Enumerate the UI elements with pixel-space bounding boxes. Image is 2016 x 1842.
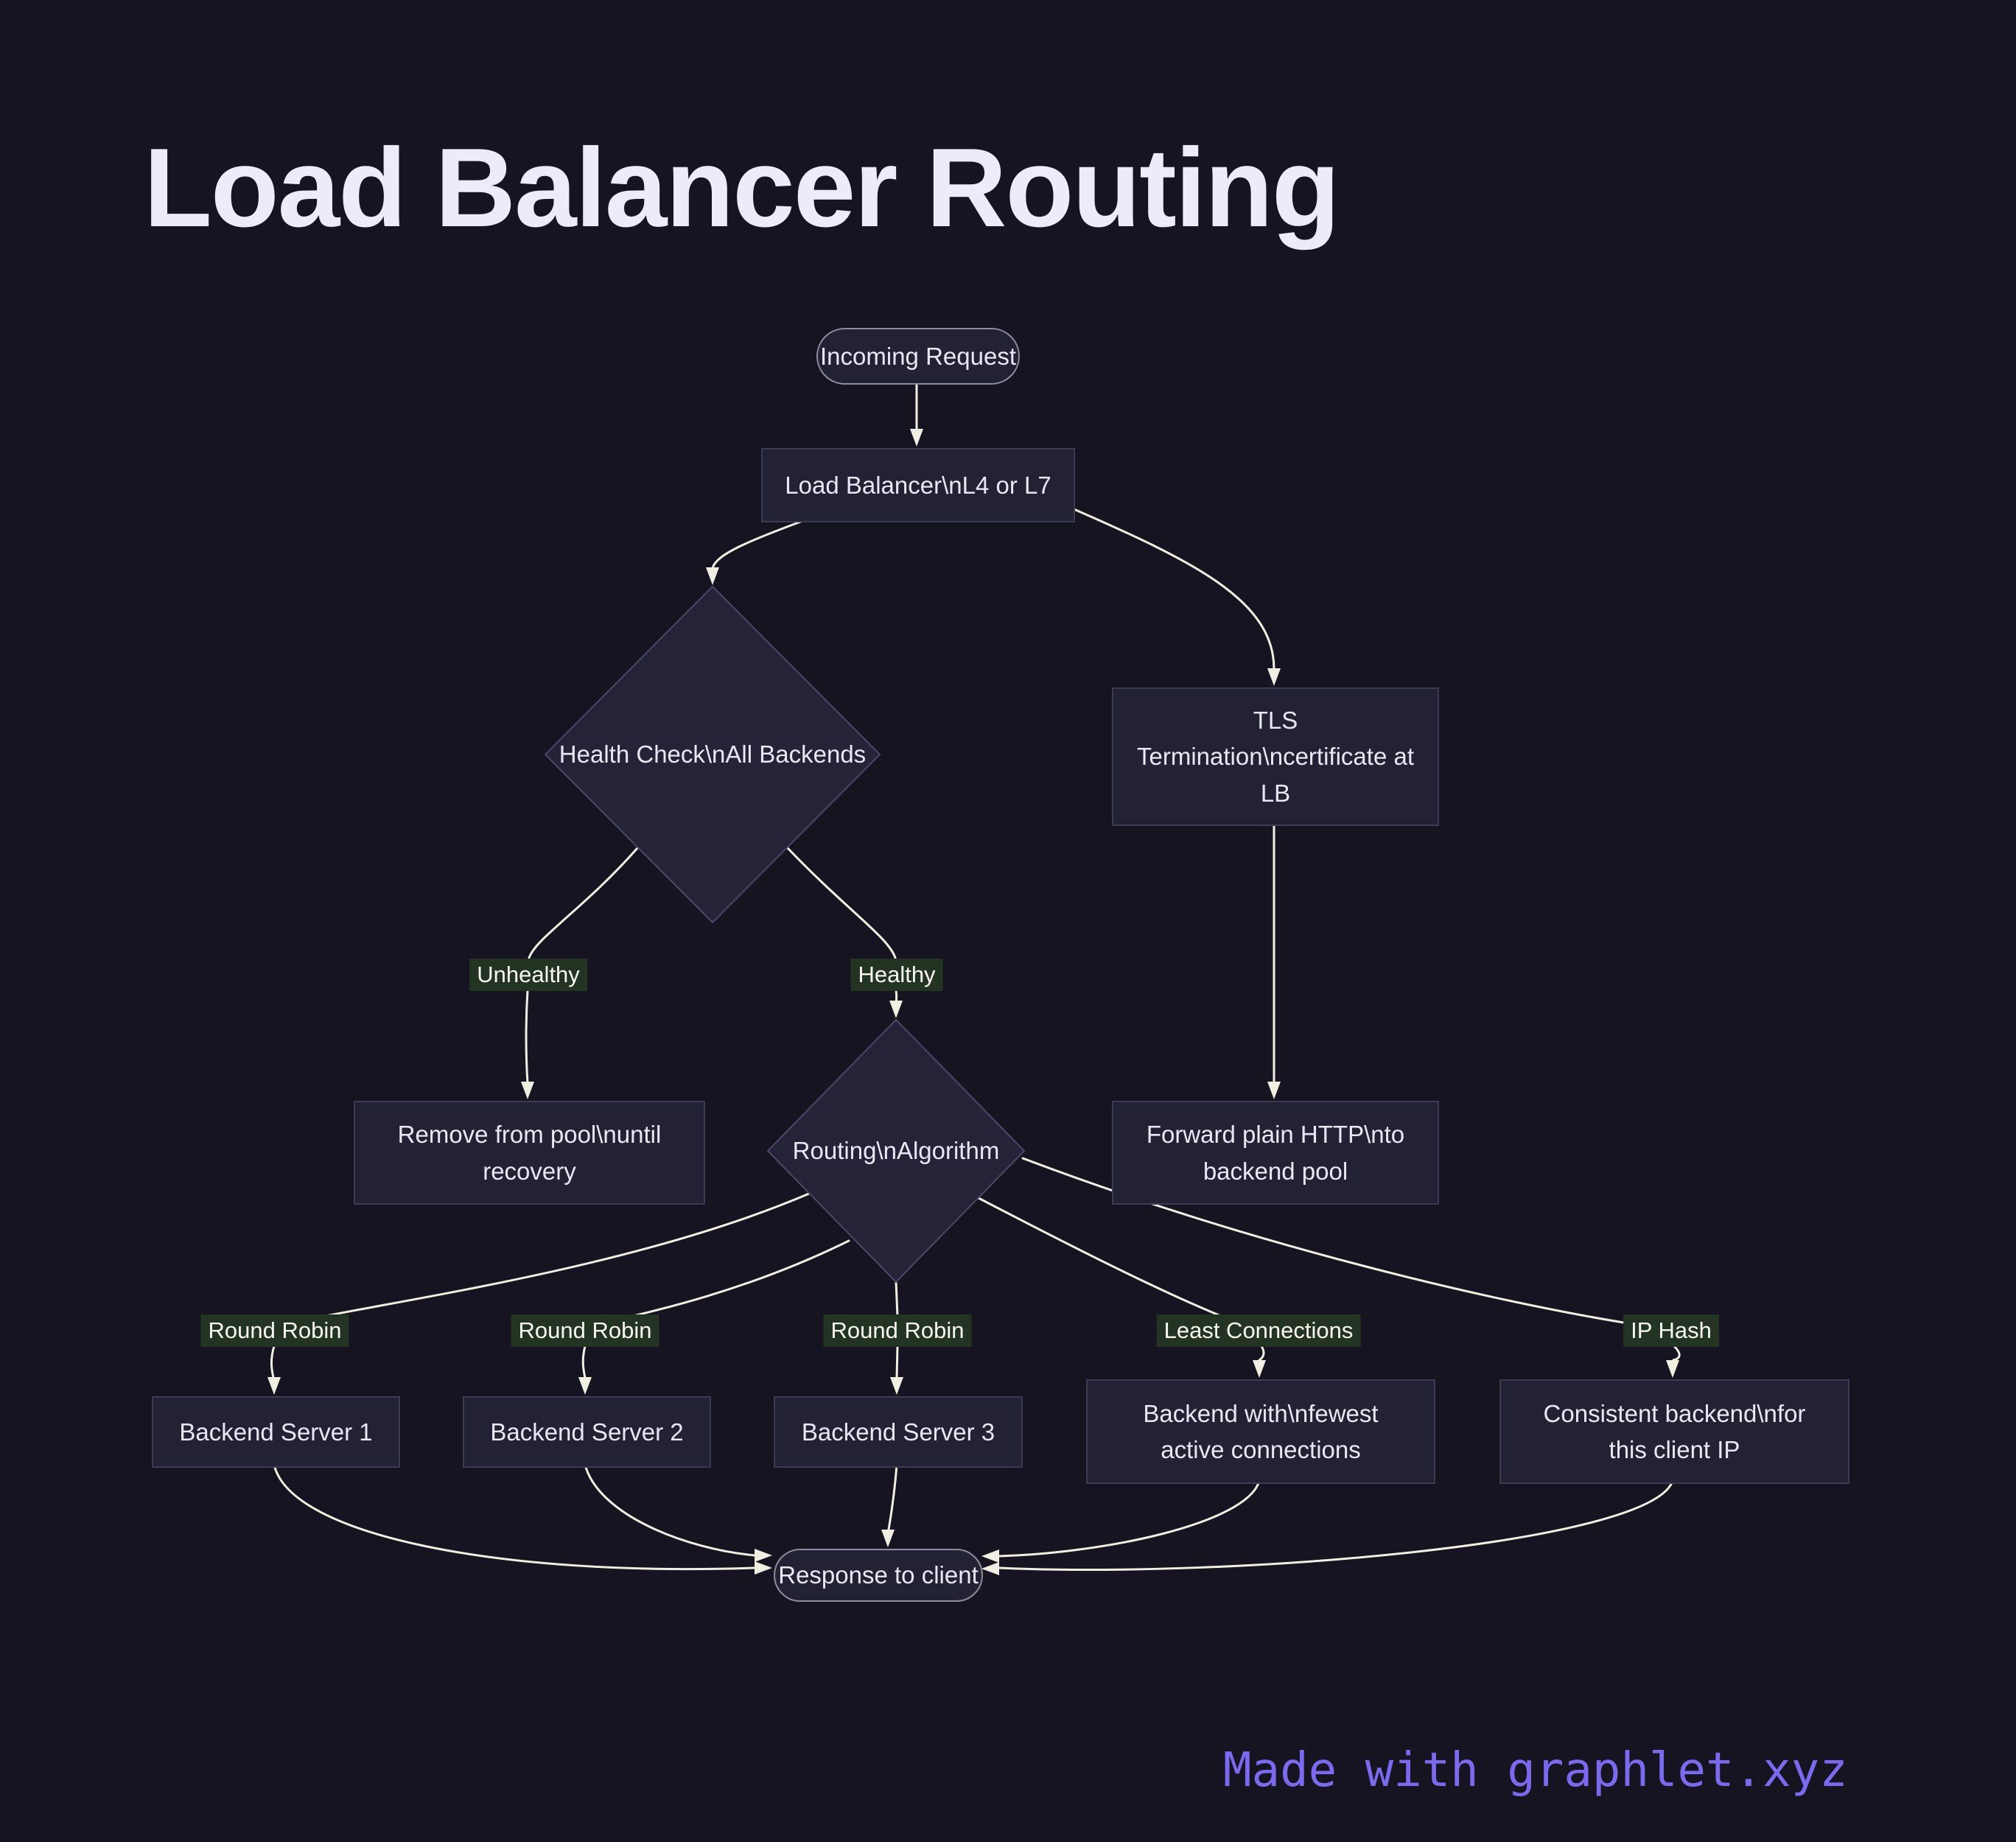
edge-rr1-to-backend1 (270, 1345, 276, 1379)
edge-fewest-to-response (998, 1479, 1261, 1558)
node-label: Load Balancer\nL4 or L7 (785, 471, 1051, 499)
edge-routing-to-rr3 (895, 1281, 899, 1317)
edge-backend2-to-response (584, 1463, 756, 1557)
edge-label-ip-hash: IP Hash (1623, 1314, 1719, 1348)
edge-backend1-to-response (273, 1463, 756, 1571)
edge-label-least-connections: Least Connections (1156, 1314, 1361, 1348)
edge-healthy-to-routing (895, 989, 898, 1004)
arrowhead (706, 567, 719, 585)
node-label-line: Forward plain HTTP\nto (1146, 1121, 1405, 1148)
node-label-line: backend pool (1203, 1157, 1348, 1185)
node-label-line: Remove from pool\nuntil (397, 1121, 662, 1148)
node-label-line: Consistent backend\nfor (1543, 1399, 1806, 1427)
node-label: Response to client (778, 1561, 979, 1589)
node-label: Incoming Request (820, 342, 1016, 370)
edge-backend3-to-response (887, 1463, 898, 1531)
node-response-to-client: Response to client (774, 1549, 983, 1602)
arrowhead (1666, 1360, 1679, 1378)
edge-healthcheck-to-healthy (785, 846, 897, 959)
arrowhead (578, 1377, 592, 1395)
node-health-check: Health Check\nAll Backends (545, 737, 880, 772)
node-label-line: LB (1260, 779, 1291, 807)
node-label-line: active connections (1161, 1436, 1361, 1463)
edge-label-round-robin-3: Round Robin (823, 1314, 972, 1348)
node-label: Backend Server 1 (179, 1418, 373, 1446)
arrowhead (881, 1530, 895, 1547)
edge-routing-to-rr1 (279, 1192, 811, 1327)
arrowhead (981, 1549, 999, 1563)
arrowhead (890, 1377, 903, 1395)
edge-rr2-to-backend2 (581, 1345, 587, 1379)
node-label-line: recovery (483, 1157, 576, 1185)
node-forward-plain-http: Forward plain HTTP\nto backend pool (1112, 1101, 1439, 1205)
node-backend-server-3: Backend Server 3 (774, 1396, 1023, 1468)
routing-diamond (766, 1018, 1026, 1284)
arrowhead (521, 1082, 534, 1099)
edge-lb-to-healthcheck (711, 516, 812, 570)
node-backend-server-1: Backend Server 1 (152, 1396, 400, 1468)
arrowhead (755, 1561, 772, 1575)
edge-lb-to-tls (1071, 507, 1275, 670)
node-label-line: Backend with\nfewest (1143, 1399, 1379, 1427)
watermark-text: Made with graphlet.xyz (1223, 1743, 1848, 1798)
arrowhead (1253, 1360, 1266, 1378)
node-label: Backend Server 2 (490, 1418, 684, 1446)
node-consistent-backend: Consistent backend\nfor this client IP (1499, 1379, 1849, 1484)
edge-healthcheck-to-unhealthy (528, 846, 640, 959)
edge-iphash-to-consistent (1672, 1345, 1681, 1362)
edge-least-to-fewest (1258, 1345, 1265, 1362)
diagram-title: Load Balancer Routing (144, 125, 1340, 251)
edge-label-round-robin-2: Round Robin (511, 1314, 659, 1348)
node-routing-algorithm: Routing\nAlgorithm (768, 1133, 1024, 1169)
edge-routing-to-least (977, 1197, 1241, 1325)
edge-consistent-to-response (998, 1479, 1674, 1571)
node-backend-server-2: Backend Server 2 (463, 1396, 711, 1468)
node-remove-from-pool: Remove from pool\nuntil recovery (354, 1101, 705, 1205)
arrowhead (981, 1562, 999, 1575)
node-label-line: Termination\ncertificate at (1136, 743, 1414, 771)
node-label-line: TLS (1253, 706, 1298, 734)
node-load-balancer: Load Balancer\nL4 or L7 (761, 448, 1075, 522)
node-label: Routing\nAlgorithm (792, 1137, 1000, 1164)
node-label: Backend Server 3 (801, 1418, 995, 1446)
node-label-line: this client IP (1609, 1436, 1740, 1463)
node-tls-termination: TLS Termination\ncertificate at LB (1112, 687, 1439, 826)
edge-label-unhealthy: Unhealthy (469, 959, 587, 992)
decision-diamonds (544, 585, 1026, 1284)
arrowhead (910, 429, 923, 447)
node-label: Health Check\nAll Backends (559, 740, 867, 768)
arrowhead (889, 1001, 903, 1018)
edge-unhealthy-to-remove (525, 989, 529, 1085)
arrowhead (267, 1377, 281, 1395)
arrowheads (267, 429, 1679, 1575)
edge-label-healthy: Healthy (850, 959, 943, 992)
arrowhead (755, 1549, 772, 1562)
arrowhead (1267, 668, 1281, 686)
node-incoming-request: Incoming Request (816, 328, 1020, 385)
health-check-diamond (544, 585, 881, 924)
node-backend-fewest-connections: Backend with\nfewest active connections (1086, 1379, 1435, 1484)
arrowhead (1267, 1082, 1281, 1099)
edge-label-round-robin-1: Round Robin (200, 1314, 349, 1348)
